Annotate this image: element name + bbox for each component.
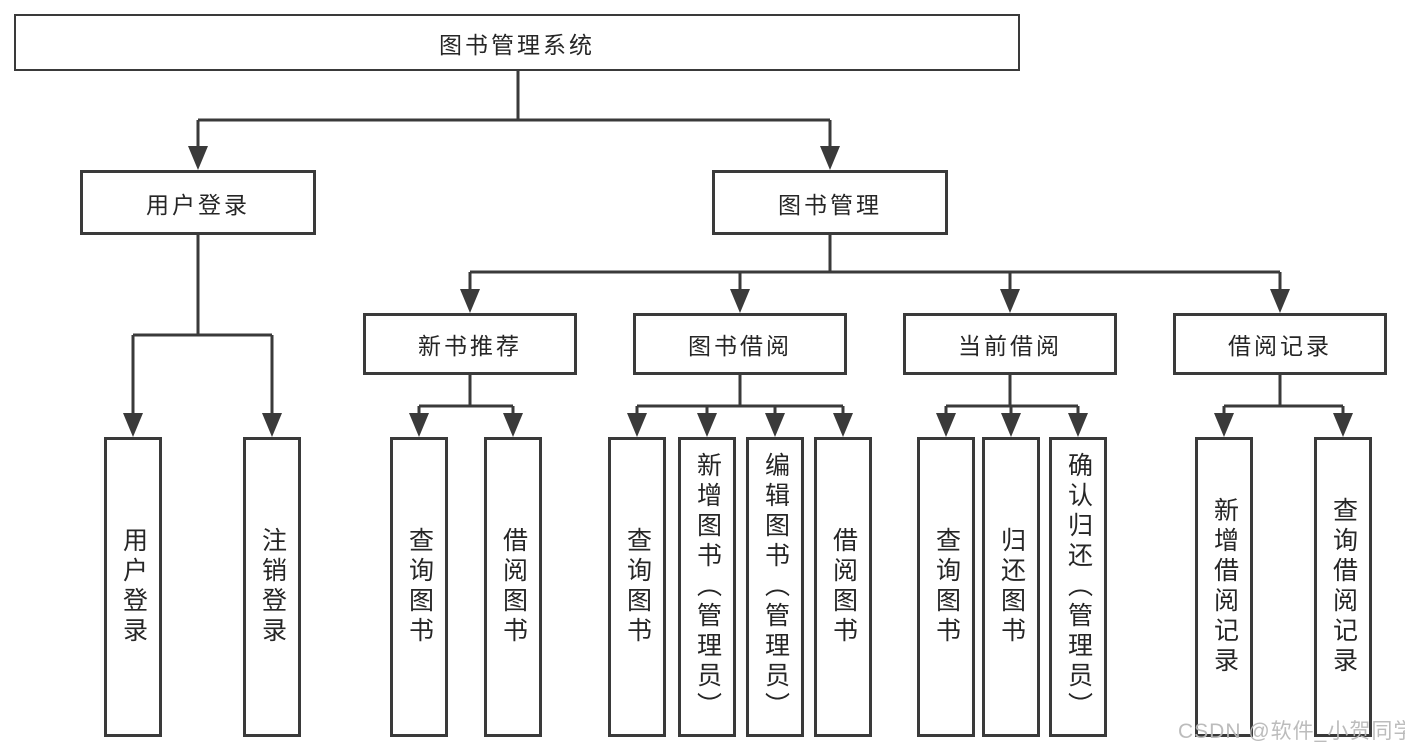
arrowheads — [123, 146, 1353, 437]
node-book-management: 图书管理 — [712, 170, 948, 235]
node-user-login: 用户登录 — [80, 170, 316, 235]
leaf-borrow-edit-books-admin: 编辑图书（管理员） — [746, 437, 804, 737]
leaf-records-add-borrow-record: 新增借阅记录 — [1195, 437, 1253, 737]
csdn-watermark: CSDN @软件_小贺同学 — [1178, 720, 1405, 743]
leaf-newbooks-query-books: 查询图书 — [390, 437, 448, 737]
node-borrowing-records: 借阅记录 — [1173, 313, 1387, 375]
leaf-borrow-add-books-admin: 新增图书（管理员） — [678, 437, 736, 737]
node-current-borrowing: 当前借阅 — [903, 313, 1117, 375]
leaf-borrow-borrow-books: 借阅图书 — [814, 437, 872, 737]
leaf-user-login: 用户登录 — [104, 437, 162, 737]
node-new-book-recommendation: 新书推荐 — [363, 313, 577, 375]
leaf-records-query-borrow-record: 查询借阅记录 — [1314, 437, 1372, 737]
leaf-current-confirm-return-admin: 确认归还（管理员） — [1049, 437, 1107, 737]
leaf-current-return-books: 归还图书 — [982, 437, 1040, 737]
leaf-current-query-books: 查询图书 — [917, 437, 975, 737]
leaf-newbooks-borrow-books: 借阅图书 — [484, 437, 542, 737]
leaf-borrow-query-books: 查询图书 — [608, 437, 666, 737]
leaf-logout-login: 注销登录 — [243, 437, 301, 737]
node-library-management-system: 图书管理系统 — [14, 14, 1020, 71]
node-book-borrowing: 图书借阅 — [633, 313, 847, 375]
